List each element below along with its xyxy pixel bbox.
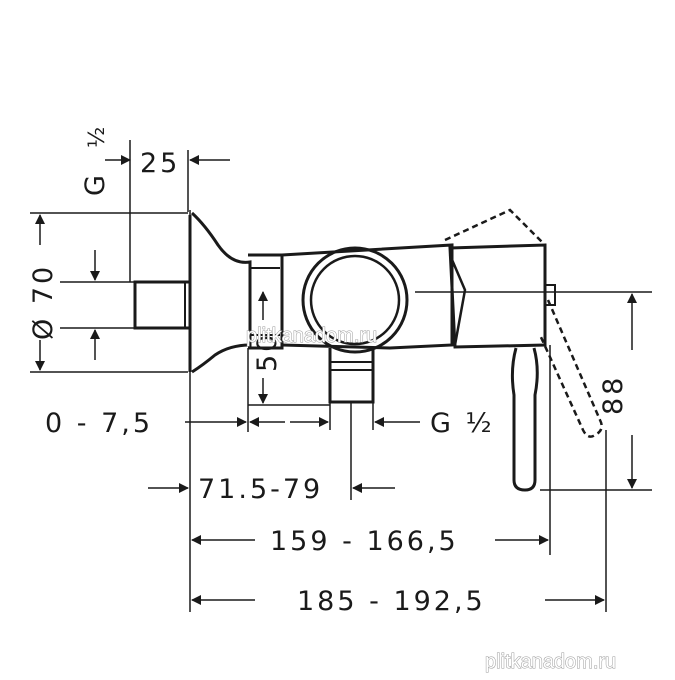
lever-rotated: [538, 299, 603, 438]
mixer-outline: [133, 208, 603, 492]
lever-rotated-top: [444, 208, 546, 246]
label-g-top: G: [80, 172, 111, 196]
mixer-body: [281, 243, 454, 350]
label-185-192-5: 185 - 192,5: [297, 586, 486, 617]
handle-head: [448, 243, 547, 349]
label-71-5-79: 71.5-79: [198, 474, 323, 505]
label-88: 88: [598, 375, 629, 415]
dimension-lines: [30, 140, 652, 612]
label-diameter-70: Ø 70: [28, 264, 59, 340]
watermark-corner: plitkanadom.ru: [485, 651, 616, 673]
watermark-center: plitkanadom.ru: [246, 325, 377, 347]
label-0-7-5: 0 - 7,5: [45, 408, 153, 439]
label-159-166-5: 159 - 166,5: [270, 526, 459, 557]
dimension-labels: G ½ 25 Ø 70 50 0 - 7,5 G ½ 71.5-79 159 -…: [28, 127, 629, 617]
cartridge-housing: [301, 246, 409, 354]
wall-flange: [190, 211, 252, 374]
label-25: 25: [140, 148, 180, 179]
label-50: 50: [252, 332, 283, 372]
inlet-pipe: [133, 280, 190, 330]
lever-handle: [510, 347, 539, 492]
label-g-top-half: ½: [85, 127, 110, 148]
label-g-half-right: G ½: [430, 408, 495, 439]
connector-nut: [248, 253, 284, 350]
outlet-spout: [328, 348, 375, 404]
